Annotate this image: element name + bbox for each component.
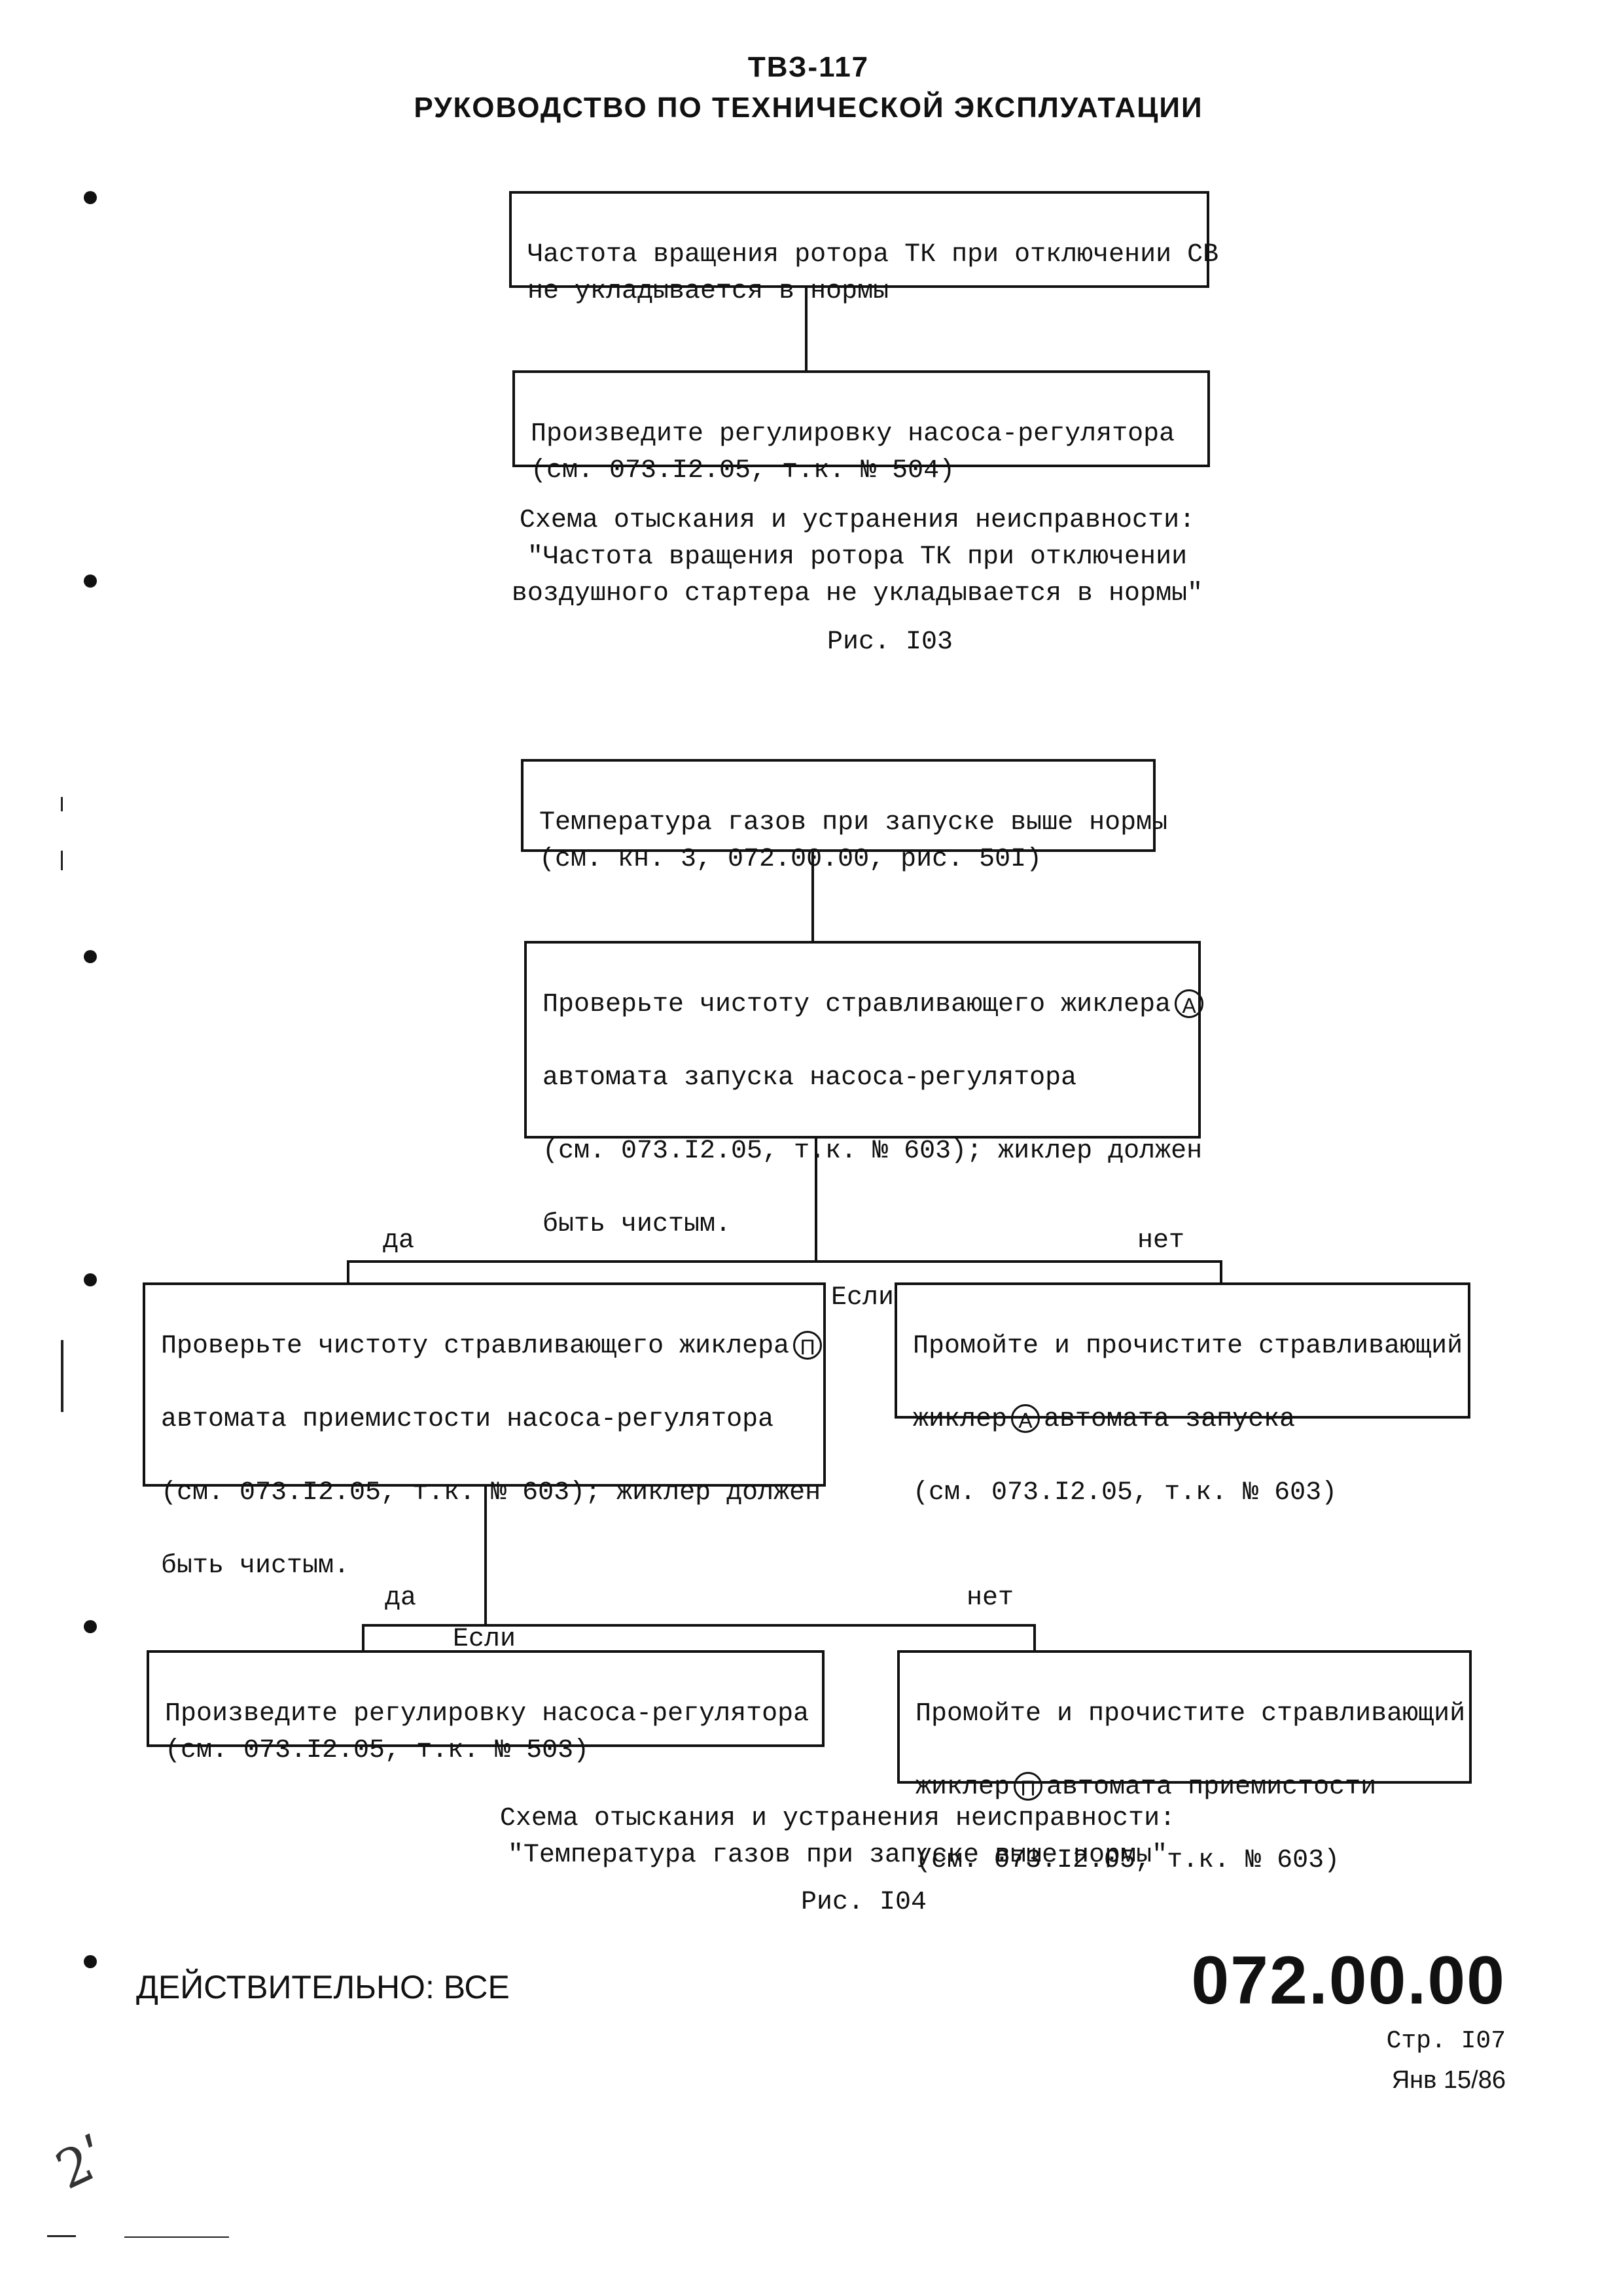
box-line: Произведите регулировку насоса-регулятор… — [531, 419, 1175, 449]
branch-no-label: нет — [967, 1583, 1014, 1613]
revision-date: Янв 15/86 — [1391, 2066, 1506, 2094]
branch-yes-label: да — [383, 1226, 415, 1256]
scan-mark — [61, 851, 63, 870]
binder-hole — [84, 1955, 97, 1968]
binder-hole — [84, 574, 97, 588]
flow-box-check-start-jet: Проверьте чистоту стравливающего жиклера… — [524, 941, 1204, 1313]
figure-104-label: Рис. I04 — [800, 1888, 927, 1917]
binder-hole — [84, 1620, 97, 1633]
box-line: быть чистым. — [542, 1210, 732, 1239]
binder-hole — [84, 950, 97, 963]
flow-box-fault-rpm: Частота вращения ротора ТК при отключени… — [509, 191, 1218, 306]
flow-box-check-accel-jet: Проверьте чистоту стравливающего жиклера… — [143, 1282, 826, 1654]
branch-drop-no — [1033, 1624, 1036, 1654]
scan-mark — [47, 2235, 76, 2237]
box-line: не укладывается в нормы — [527, 277, 889, 306]
caption-line: Схема отыскания и устранения неисправнос… — [499, 1804, 1176, 1833]
page-number: Стр. I07 — [1386, 2027, 1506, 2055]
branch-no-label: нет — [1137, 1226, 1185, 1256]
figure-104-caption: Схема отыскания и устранения неисправнос… — [314, 1801, 1361, 1874]
flow-box-adjust-504: Произведите регулировку насоса-регулятор… — [512, 370, 1210, 486]
connector-line — [815, 1139, 817, 1260]
figure-103-label: Рис. I03 — [826, 627, 953, 657]
validity-note: ДЕЙСТВИТЕЛЬНО: ВСЕ — [136, 1969, 510, 2005]
branch-line — [362, 1624, 1036, 1627]
flow-box-gas-temperature: Температура газов при запуске выше нормы… — [521, 759, 1167, 874]
box-line: автомата приемистости насоса-регулятора — [161, 1405, 774, 1434]
binder-hole — [84, 191, 97, 204]
box-line: Произведите регулировку насоса-регулятор… — [165, 1699, 809, 1729]
box-line: жиклер — [913, 1405, 1008, 1434]
box-line: автомата запуска — [1044, 1405, 1296, 1434]
marker-p-icon: П — [793, 1331, 823, 1360]
marker-a-icon: A — [1175, 989, 1204, 1019]
handwritten-mark: 2ʹ — [46, 2125, 116, 2202]
box-line: Промойте и прочистите стравливающий — [915, 1699, 1466, 1729]
document-title: РУКОВОДСТВО ПО ТЕХНИЧЕСКОЙ ЭКСПЛУАТАЦИИ — [414, 92, 1203, 124]
box-line: автомата приемистости — [1046, 1773, 1377, 1802]
box-line: (см. 073.I2.05, т.к. № 504) — [531, 456, 955, 486]
box-line: быть чистым. — [161, 1551, 350, 1581]
scan-mark — [61, 797, 63, 811]
box-line: (см. 073.I2.05, т.к. № 603); жиклер долж… — [542, 1137, 1203, 1166]
scan-mark — [61, 1340, 63, 1412]
connector-line — [811, 852, 814, 941]
if-label: Если — [830, 1283, 894, 1313]
box-line: Проверьте чистоту стравливающего жиклера — [542, 990, 1171, 1019]
connector-line — [484, 1487, 487, 1624]
box-line: Проверьте чистоту стравливающего жиклера — [161, 1332, 790, 1361]
if-label: Если — [452, 1625, 516, 1654]
marker-p-icon: П — [1014, 1772, 1043, 1801]
box-line: жиклер — [915, 1773, 1010, 1802]
branch-yes-label: да — [385, 1583, 417, 1613]
box-line: автомата запуска насоса-регулятора — [542, 1063, 1077, 1093]
caption-line: "Температура газов при запуске выше норм… — [507, 1841, 1168, 1870]
marker-a-icon: A — [1011, 1404, 1040, 1434]
branch-drop-yes — [362, 1624, 364, 1654]
scan-mark — [124, 2236, 229, 2238]
binder-hole — [84, 1273, 97, 1286]
flow-box-adjust-503: Произведите регулировку насоса-регулятор… — [147, 1650, 825, 1765]
box-line: (см. 073.I2.05, т.к. № 503) — [165, 1736, 590, 1765]
box-line: (см. 073.I2.05, т.к. № 603) — [915, 1846, 1340, 1875]
flow-box-clean-accel-jet: Промойте и прочистите стравливающий жикл… — [897, 1650, 1472, 1875]
branch-drop-no — [1220, 1260, 1222, 1289]
branch-drop-yes — [347, 1260, 349, 1289]
box-line: Промойте и прочистите стравливающий — [913, 1332, 1463, 1361]
caption-line: Схема отыскания и устранения неисправнос… — [519, 506, 1196, 535]
section-number: 072.00.00 — [1191, 1943, 1506, 2019]
connector-line — [805, 288, 808, 370]
box-line: Частота вращения ротора ТК при отключени… — [527, 240, 1219, 270]
caption-line: воздушного стартера не укладывается в но… — [511, 579, 1203, 609]
box-line: (см. 073.I2.05, т.к. № 603); жиклер долж… — [161, 1478, 821, 1508]
box-line: (см. кн. 3, 072.00.00, рис. 50I) — [539, 845, 1042, 874]
box-line: (см. 073.I2.05, т.к. № 603) — [913, 1478, 1338, 1508]
document-model: ТВЗ-117 — [747, 51, 870, 83]
figure-103-caption: Схема отыскания и устранения неисправнос… — [366, 503, 1348, 612]
caption-line: "Частота вращения ротора ТК при отключен… — [527, 542, 1188, 572]
branch-line — [347, 1260, 1222, 1263]
flow-box-clean-start-jet: Промойте и прочистите стравливающий жикл… — [895, 1282, 1470, 1508]
box-line: Температура газов при запуске выше нормы — [539, 808, 1168, 838]
